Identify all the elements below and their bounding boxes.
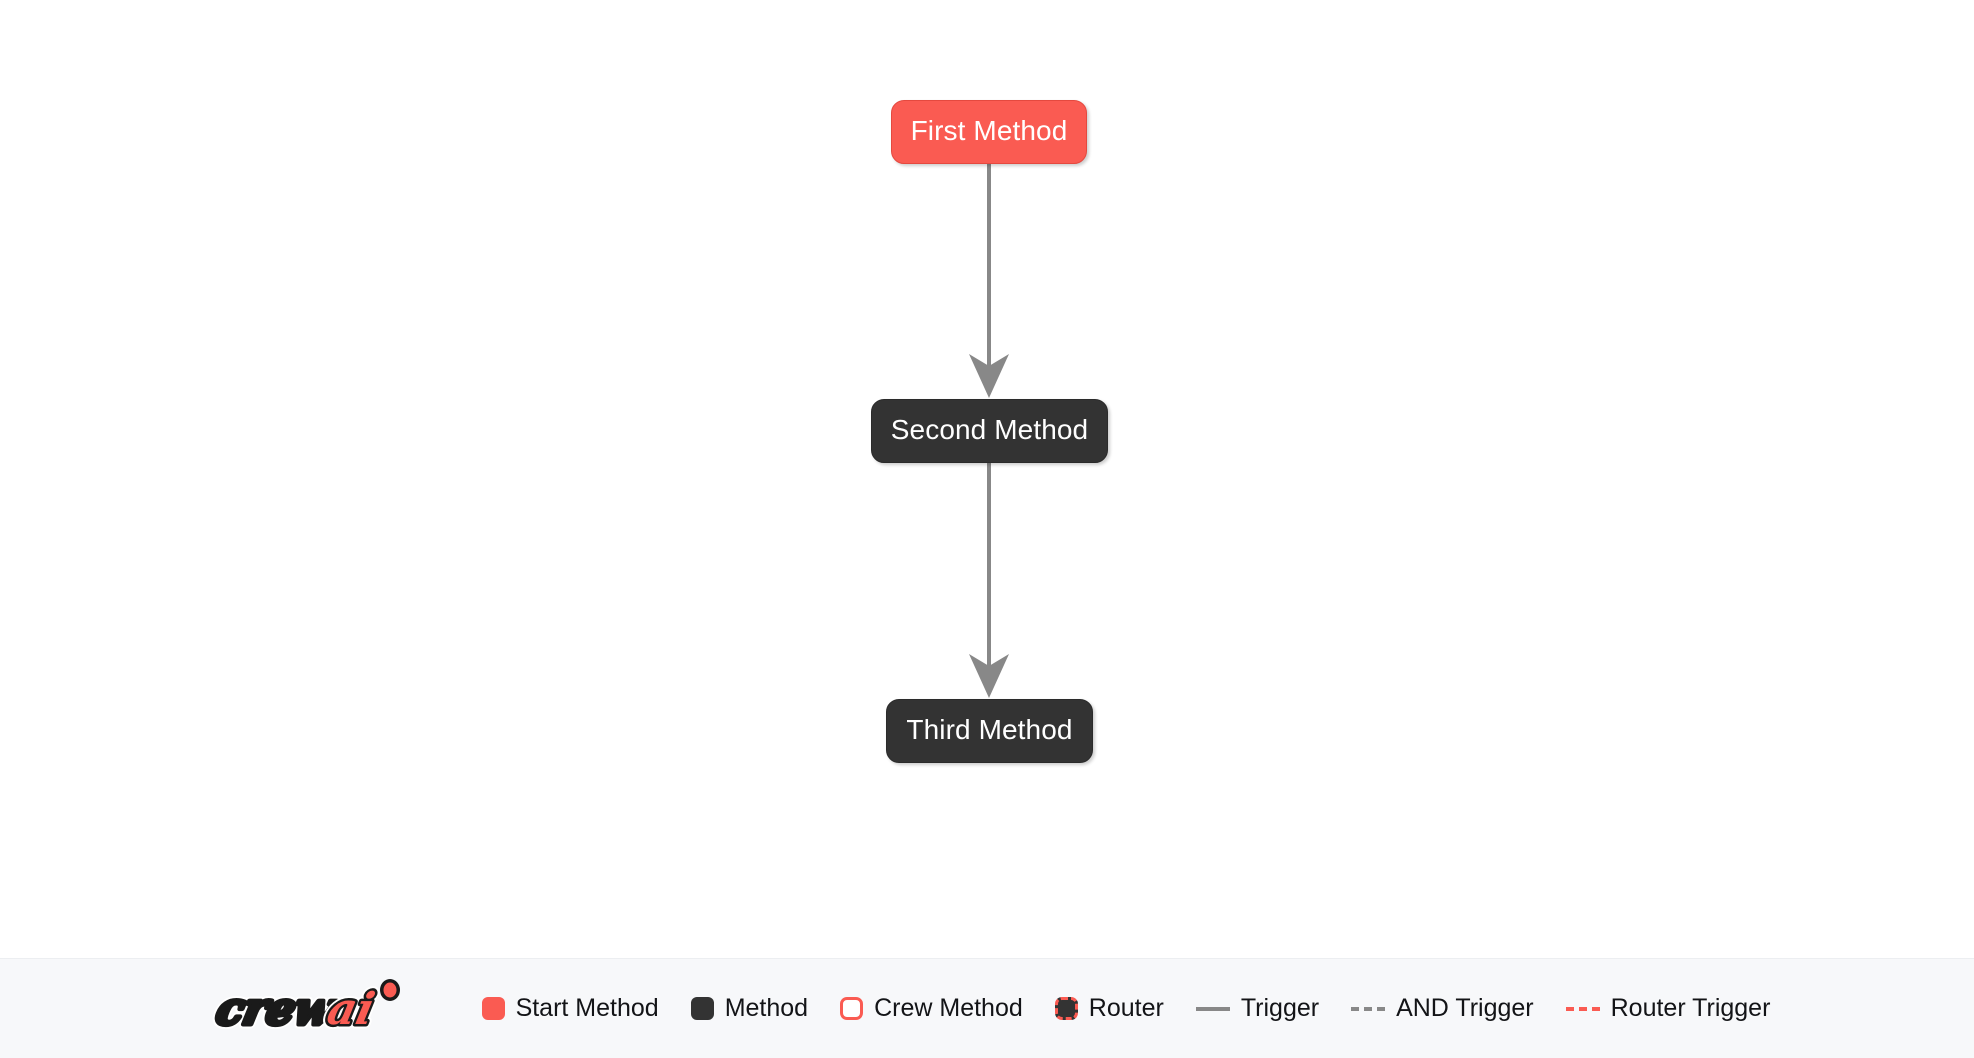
flow-node-second-method[interactable]: Second Method <box>871 399 1108 463</box>
legend-item-and-trigger: AND Trigger <box>1351 996 1534 1021</box>
edge-layer <box>969 164 1009 698</box>
svg-text:ai: ai <box>322 983 378 1034</box>
legend-item-crew-method: Crew Method <box>840 996 1023 1021</box>
legend-item-start-method: Start Method <box>481 994 659 1022</box>
flow-node-label: Second Method <box>890 414 1089 445</box>
svg-text:crew: crew <box>211 983 339 1034</box>
legend-item-label: Start Method <box>515 994 659 1022</box>
flow-node-label: First Method <box>910 115 1068 146</box>
legend-item-label: Method <box>724 994 809 1022</box>
flow-canvas[interactable]: First Method Second Method Third Method <box>0 0 1974 958</box>
legend-item-label: Router Trigger <box>1610 994 1771 1022</box>
legend-bar: crew crew crew ai ai ai Start Method Met… <box>0 958 1974 1058</box>
legend-item-method: Method <box>690 994 809 1022</box>
trigger-line-icon <box>1195 1006 1230 1011</box>
legend-item-trigger: Trigger <box>1195 994 1320 1022</box>
edge-first-to-second <box>969 164 1009 398</box>
flow-node-third-method[interactable]: Third Method <box>886 699 1093 763</box>
and-trigger-line-icon <box>1351 1006 1386 1011</box>
crew-method-swatch-icon <box>840 997 864 1020</box>
legend-item-router-trigger: Router Trigger <box>1565 994 1771 1022</box>
svg-text:ai: ai <box>322 983 378 1034</box>
legend-item-label: Router <box>1088 994 1164 1022</box>
svg-text:crew: crew <box>211 983 339 1034</box>
method-swatch-icon <box>690 997 714 1020</box>
legend-item-label: Crew Method <box>874 994 1023 1022</box>
flow-node-label: Third Method <box>906 714 1073 745</box>
legend-item-router: Router <box>1054 994 1164 1022</box>
edge-second-to-third <box>969 463 1009 698</box>
svg-text:crew: crew <box>211 983 339 1034</box>
flow-node-first-method[interactable]: First Method <box>891 100 1087 164</box>
legend-item-label: Trigger <box>1240 994 1320 1022</box>
start-method-swatch-icon <box>481 997 505 1020</box>
crewai-logo: crew crew crew ai ai ai <box>204 978 432 1040</box>
router-swatch-icon <box>1054 997 1078 1020</box>
router-trigger-line-icon <box>1565 1006 1600 1011</box>
legend-item-label: AND Trigger <box>1396 994 1534 1022</box>
